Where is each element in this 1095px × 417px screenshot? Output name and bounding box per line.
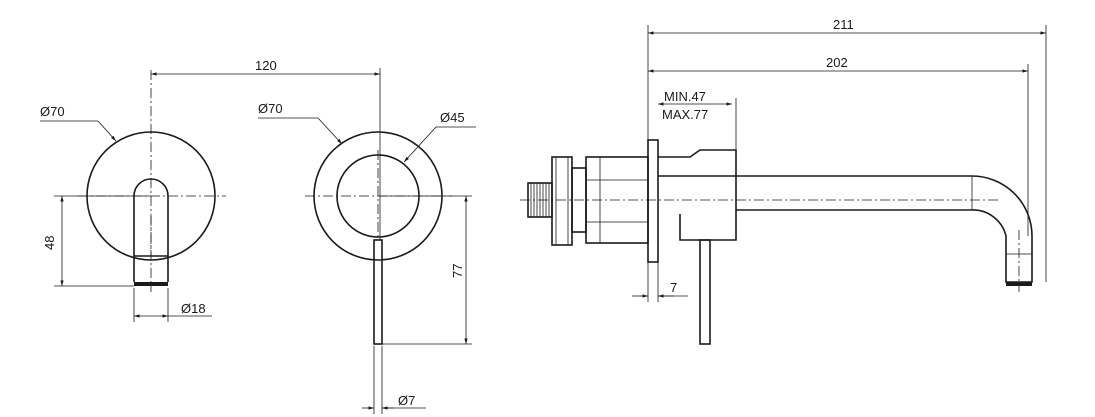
front-view-spout [78, 70, 226, 292]
side-max-label: MAX.77 [662, 107, 708, 122]
side-overall-label: 211 [833, 17, 854, 32]
side-lever-housing [658, 149, 737, 241]
front-view-mixer [305, 131, 452, 345]
dim-side-spout: 202 [648, 55, 1029, 236]
dim-side-min-max: MIN.47 MAX.77 [658, 89, 737, 150]
front-left-diameter-label: Ø70 [40, 104, 65, 119]
front-left-spout-label: Ø18 [181, 301, 206, 316]
side-view [520, 139, 1033, 345]
dim-side-plate: 7 [632, 262, 688, 302]
dim-front-right-lever-length: 77 [380, 195, 472, 345]
front-right-lever-length-label: 77 [450, 264, 465, 278]
dim-spacing: 120 [151, 58, 381, 240]
dim-front-left-spout: Ø18 [133, 288, 212, 322]
front-right-lever-diameter-label: Ø7 [398, 393, 415, 408]
side-nut [551, 156, 573, 246]
dim-front-right-diameter: Ø70 [258, 101, 343, 145]
front-right-diameter-label: Ø70 [258, 101, 283, 116]
side-plate-label: 7 [670, 280, 677, 295]
dim-front-left-diameter: Ø70 [40, 104, 117, 142]
spacing-label: 120 [255, 58, 277, 73]
dim-front-right-inner-diameter: Ø45 [403, 110, 476, 163]
mixer-lever [373, 239, 383, 345]
dim-front-left-height: 48 [42, 195, 150, 287]
side-spout-label: 202 [826, 55, 848, 70]
front-left-height-label: 48 [42, 236, 57, 250]
side-wall-plate [647, 139, 659, 263]
side-lever [699, 239, 711, 345]
dim-side-overall: 211 [647, 17, 1047, 282]
side-min-label: MIN.47 [664, 89, 706, 104]
spout-outlet [134, 282, 168, 286]
front-right-inner-diameter-label: Ø45 [440, 110, 465, 125]
dim-front-right-lever-diameter: Ø7 [362, 346, 426, 414]
side-spout [658, 175, 1033, 283]
